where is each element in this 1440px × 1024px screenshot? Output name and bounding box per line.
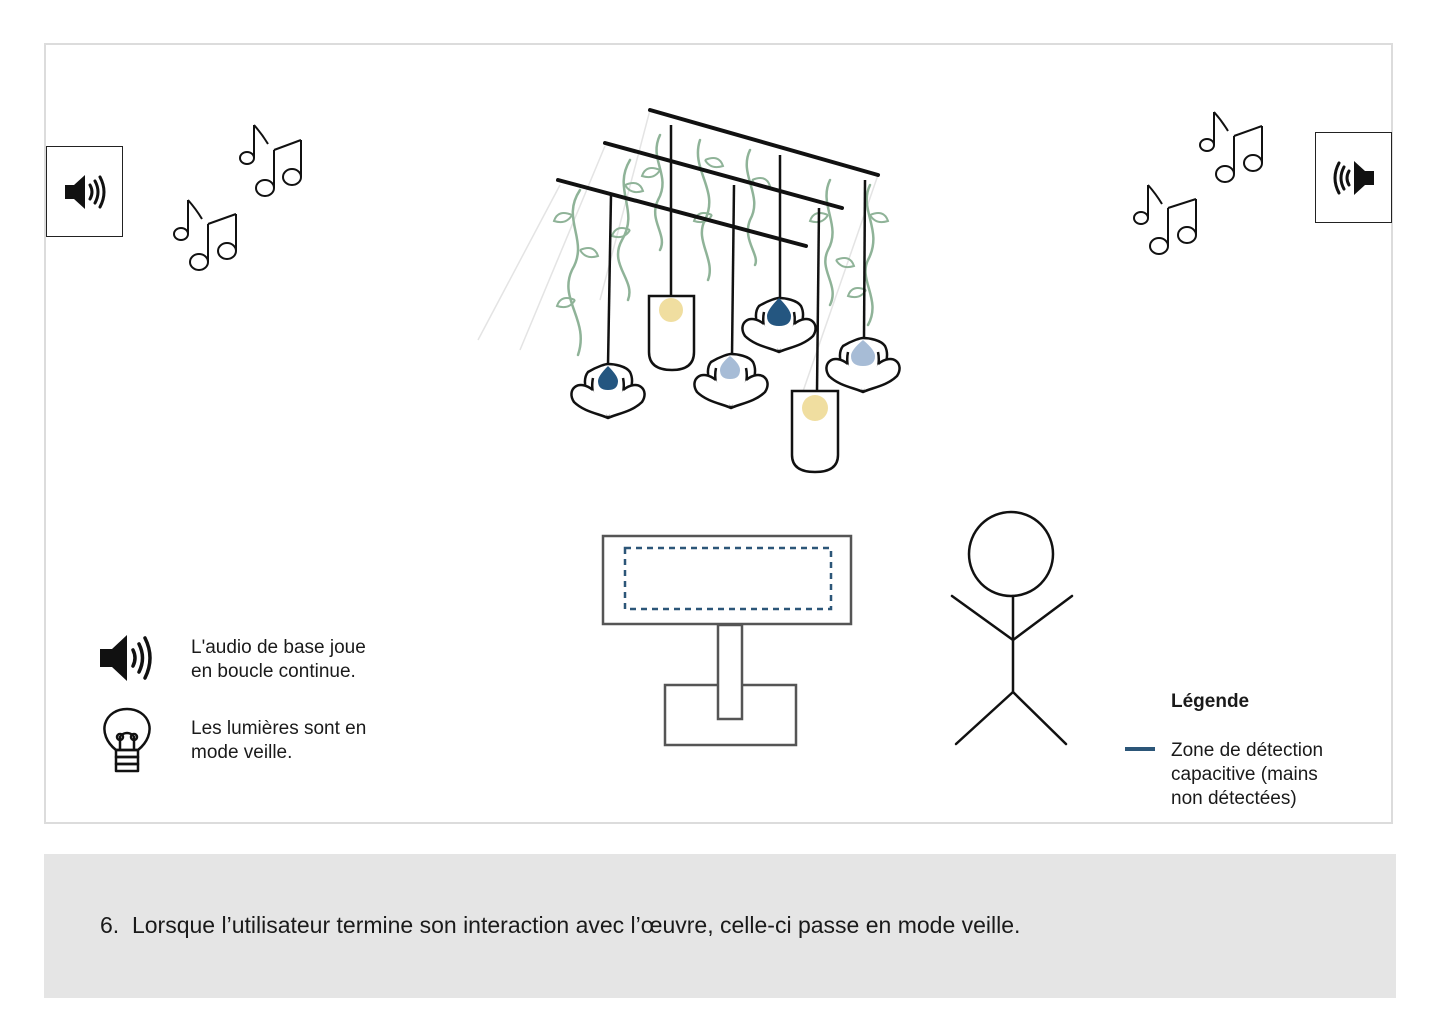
lights-status-line-1: Les lumières sont en — [191, 718, 367, 739]
light-bulb-icon — [103, 707, 151, 773]
caption-text: 6. Lorsque l’utilisateur termine son int… — [100, 912, 1020, 939]
legend-item-line-3: non détectées) — [1171, 788, 1297, 809]
left-speaker — [46, 146, 123, 237]
lights-status-line-2: mode veille. — [191, 742, 293, 763]
legend-title: Légende — [1171, 691, 1250, 712]
caption-panel: 6. Lorsque l’utilisateur termine son int… — [44, 854, 1396, 998]
stick-figure-icon — [950, 510, 1074, 746]
legend-item-line-2: capacitive (mains — [1171, 764, 1318, 785]
caption-sentence: Lorsque l’utilisateur termine son intera… — [131, 912, 1021, 938]
audio-status-line-1: L'audio de base joue — [191, 637, 366, 658]
hanging-lights-icon — [477, 108, 901, 474]
music-notes-icon — [173, 124, 302, 271]
audio-status-line-2: en boucle continue. — [191, 661, 356, 682]
speaker-icon — [1333, 160, 1374, 195]
capacitive-zone — [623, 546, 833, 611]
lights-status-text: Les lumières sont en mode veille. — [191, 717, 366, 765]
audio-status-text: L'audio de base joue en boucle continue. — [191, 636, 366, 684]
legend-item-text: Zone de détection capacitive (mains non … — [1171, 739, 1323, 811]
legend-swatch — [1125, 747, 1155, 751]
right-speaker — [1315, 132, 1392, 223]
speaker-icon — [100, 635, 152, 681]
speaker-icon — [64, 174, 105, 209]
pedestal-icon — [601, 534, 853, 747]
caption-number: 6. — [100, 912, 120, 938]
music-notes-icon — [1133, 111, 1263, 255]
legend-item-line-1: Zone de détection — [1171, 740, 1324, 761]
